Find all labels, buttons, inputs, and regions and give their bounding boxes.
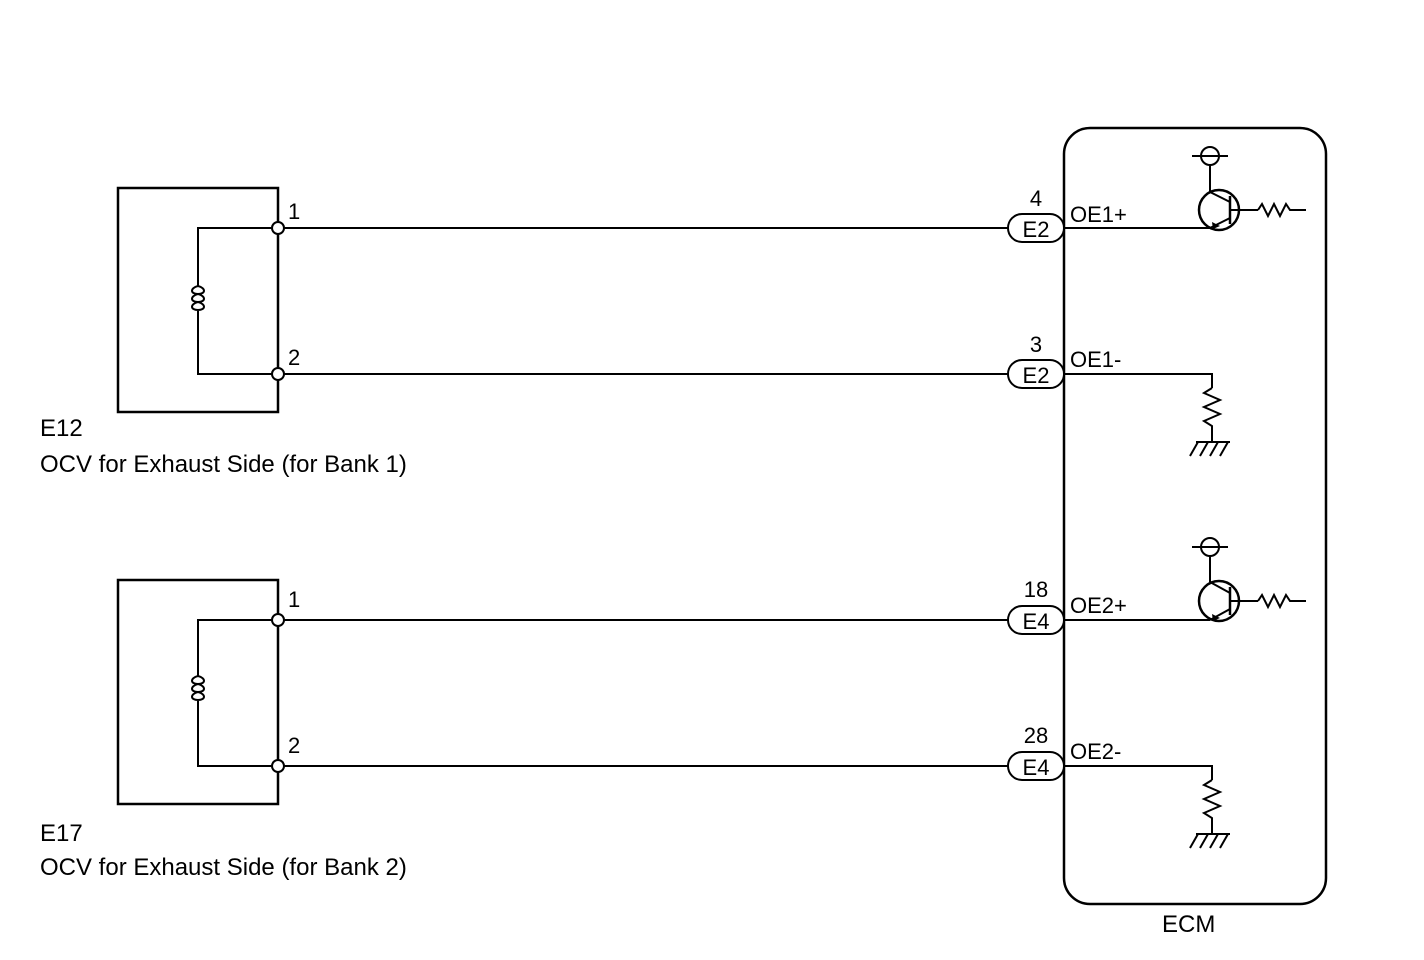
transistor-icon <box>1197 188 1258 232</box>
e17-pin-1-label: 1 <box>288 587 300 612</box>
resistor-icon <box>1201 779 1223 834</box>
signal-name: OE2- <box>1070 739 1121 764</box>
power-supply-icon <box>1192 146 1228 166</box>
connector-pin-number: 28 <box>1024 723 1048 748</box>
e12-id-label: E12 <box>40 415 83 442</box>
e12-pin-2-label: 2 <box>288 345 300 370</box>
component-e17: 1 2 E17 OCV for Exhaust Side (for Bank 2… <box>40 578 407 881</box>
wires <box>284 227 1008 767</box>
e17-id-label: E17 <box>40 820 83 847</box>
resistor-icon <box>1201 387 1223 442</box>
connector-id: E2 <box>1023 363 1050 388</box>
component-e12: 1 2 E12 OCV for Exhaust Side (for Bank 1… <box>40 186 407 478</box>
ground-icon <box>1189 441 1230 457</box>
signal-name: OE1- <box>1070 347 1121 372</box>
ground-icon <box>1189 833 1230 849</box>
ecm-body-outline <box>1062 126 1328 906</box>
ground-return-oe1 <box>1064 373 1230 457</box>
transistor-driver-oe2 <box>1064 537 1306 623</box>
connector-id: E4 <box>1023 609 1050 634</box>
e17-pin-1-terminal <box>271 613 285 627</box>
e12-name-label: OCV for Exhaust Side (for Bank 1) <box>40 451 407 478</box>
e12-pin-1-label: 1 <box>288 199 300 224</box>
connector-row-oe1-plus: E2 4 OE1+ <box>1007 186 1127 243</box>
power-supply-icon <box>1192 537 1228 557</box>
resistor-icon <box>1257 201 1306 219</box>
e17-name-label: OCV for Exhaust Side (for Bank 2) <box>40 854 407 881</box>
e12-body-outline <box>116 186 280 414</box>
e17-pin-2-label: 2 <box>288 733 300 758</box>
e17-pin-2-terminal <box>271 759 285 773</box>
coil-icon <box>191 675 205 706</box>
transistor-icon <box>1197 579 1258 623</box>
connector-pin-number: 4 <box>1030 186 1042 211</box>
transistor-driver-oe1 <box>1064 146 1306 232</box>
ecm: ECM <box>1062 126 1328 938</box>
connector-id: E4 <box>1023 755 1050 780</box>
resistor-icon <box>1257 592 1306 610</box>
ground-return-oe2 <box>1064 765 1230 849</box>
ecm-label: ECM <box>1162 911 1215 938</box>
e12-internal-wiring <box>197 227 278 375</box>
e17-internal-wiring <box>197 619 278 767</box>
signal-name: OE1+ <box>1070 202 1127 227</box>
e12-pin-2-terminal <box>271 367 285 381</box>
connector-pin-number: 3 <box>1030 332 1042 357</box>
signal-name: OE2+ <box>1070 593 1127 618</box>
e17-body-outline <box>116 578 280 806</box>
connector-id: E2 <box>1023 217 1050 242</box>
connector-row-oe2-plus: E4 18 OE2+ <box>1007 577 1127 635</box>
e12-pin-1-terminal <box>271 221 285 235</box>
connector-row-oe2-minus: E4 28 OE2- <box>1007 723 1121 781</box>
connector-pin-number: 18 <box>1024 577 1048 602</box>
coil-icon <box>191 285 205 316</box>
